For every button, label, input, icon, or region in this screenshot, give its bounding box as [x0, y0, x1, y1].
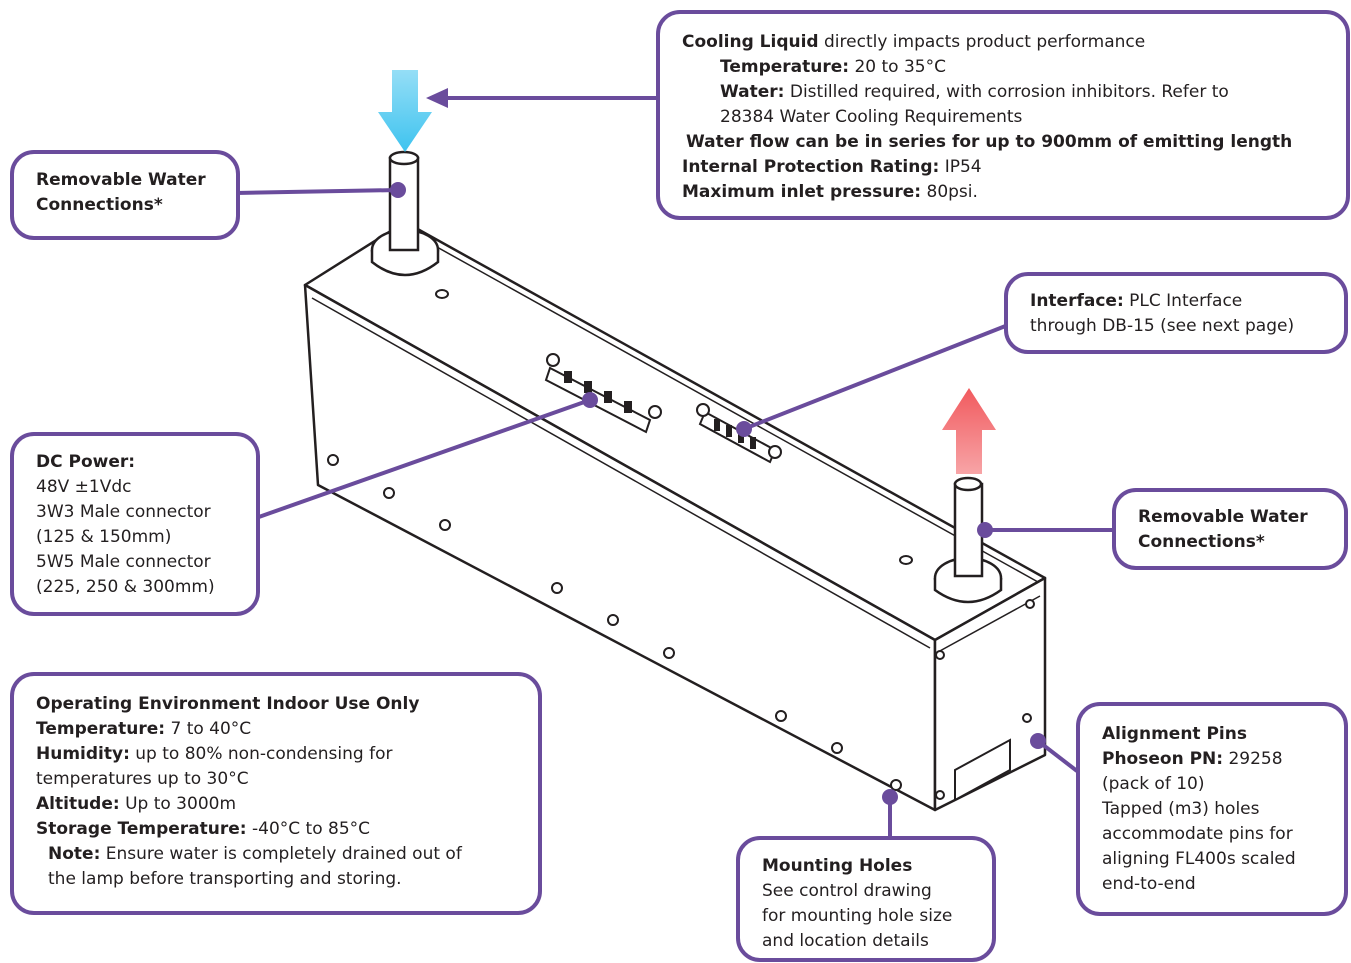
cooling-arrowhead-icon	[426, 88, 448, 108]
leader-lines	[235, 96, 1116, 837]
top-holes	[435, 289, 913, 565]
mounting-holes-callout: Mounting Holes See control drawing for m…	[736, 836, 996, 962]
dc-power-callout: DC Power: 48V ±1Vdc 3W3 Male connector (…	[10, 432, 260, 616]
water-fitting-right	[933, 476, 1003, 604]
operating-environment-callout: Operating Environment Indoor Use Only Te…	[10, 672, 542, 915]
housing-end-face	[933, 576, 1047, 812]
leader-endpoints	[390, 182, 1046, 805]
mounting-hole-icons	[327, 454, 1035, 800]
interface-callout: Interface: PLC Interface through DB-15 (…	[1004, 272, 1348, 354]
water-connections-right-callout: Removable Water Connections*	[1112, 488, 1348, 570]
db15-connector-icon	[696, 403, 782, 464]
water-connections-left-callout: Removable Water Connections*	[10, 150, 240, 240]
alignment-pins-callout: Alignment Pins Phoseon PN: 29258 (pack o…	[1076, 702, 1348, 916]
end-slot	[954, 738, 1011, 802]
cooling-liquid-callout: Cooling Liquid directly impacts product …	[656, 10, 1350, 220]
water-inlet-arrow-icon	[378, 70, 432, 152]
water-outlet-arrow-icon	[942, 388, 996, 474]
lamp-housing	[303, 220, 1047, 812]
water-fitting-left	[370, 150, 440, 277]
cooling-title: Cooling Liquid	[682, 32, 819, 52]
